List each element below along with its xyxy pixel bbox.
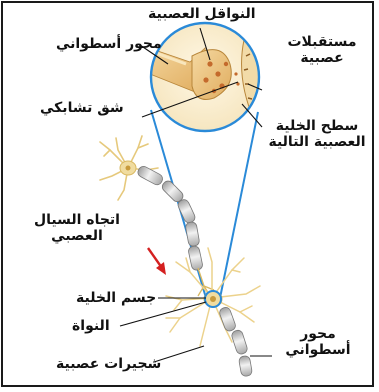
impulse-arrow-icon [148, 248, 166, 275]
label-impulse-direction: اتجاه السيال العصبي [22, 212, 132, 244]
label-cell-body: جسم الخلية [76, 290, 156, 306]
label-surface-line2: العصبية التالية [262, 134, 372, 150]
cone-line-right [220, 112, 258, 298]
label-surface-line1: سطح الخلية [262, 118, 372, 134]
label-receptors-line2: عصبية [276, 50, 368, 66]
lower-neuron [166, 248, 260, 346]
label-axon-bottom-line2: أسطواني [274, 342, 362, 358]
upper-neuron [100, 136, 158, 200]
label-receptors: مستقبلات عصبية [276, 34, 368, 66]
label-impulse-line2: العصبي [22, 228, 132, 244]
label-dendrites: شجيرات عصبية [56, 356, 161, 372]
label-receptors-line1: مستقبلات [276, 34, 368, 50]
label-axon-bottom: محور أسطواني [274, 326, 362, 358]
label-neurotransmitters: النواقل العصبية [148, 6, 256, 22]
label-axon-top: محور أسطواني [56, 36, 162, 52]
label-axon-bottom-line1: محور [274, 326, 362, 342]
label-next-cell-surface: سطح الخلية العصبية التالية [262, 118, 372, 150]
label-synaptic-cleft: شق تشابكي [40, 100, 124, 116]
upper-axon [136, 165, 203, 271]
label-nucleus: النواة [72, 318, 110, 334]
label-impulse-line1: اتجاه السيال [22, 212, 132, 228]
